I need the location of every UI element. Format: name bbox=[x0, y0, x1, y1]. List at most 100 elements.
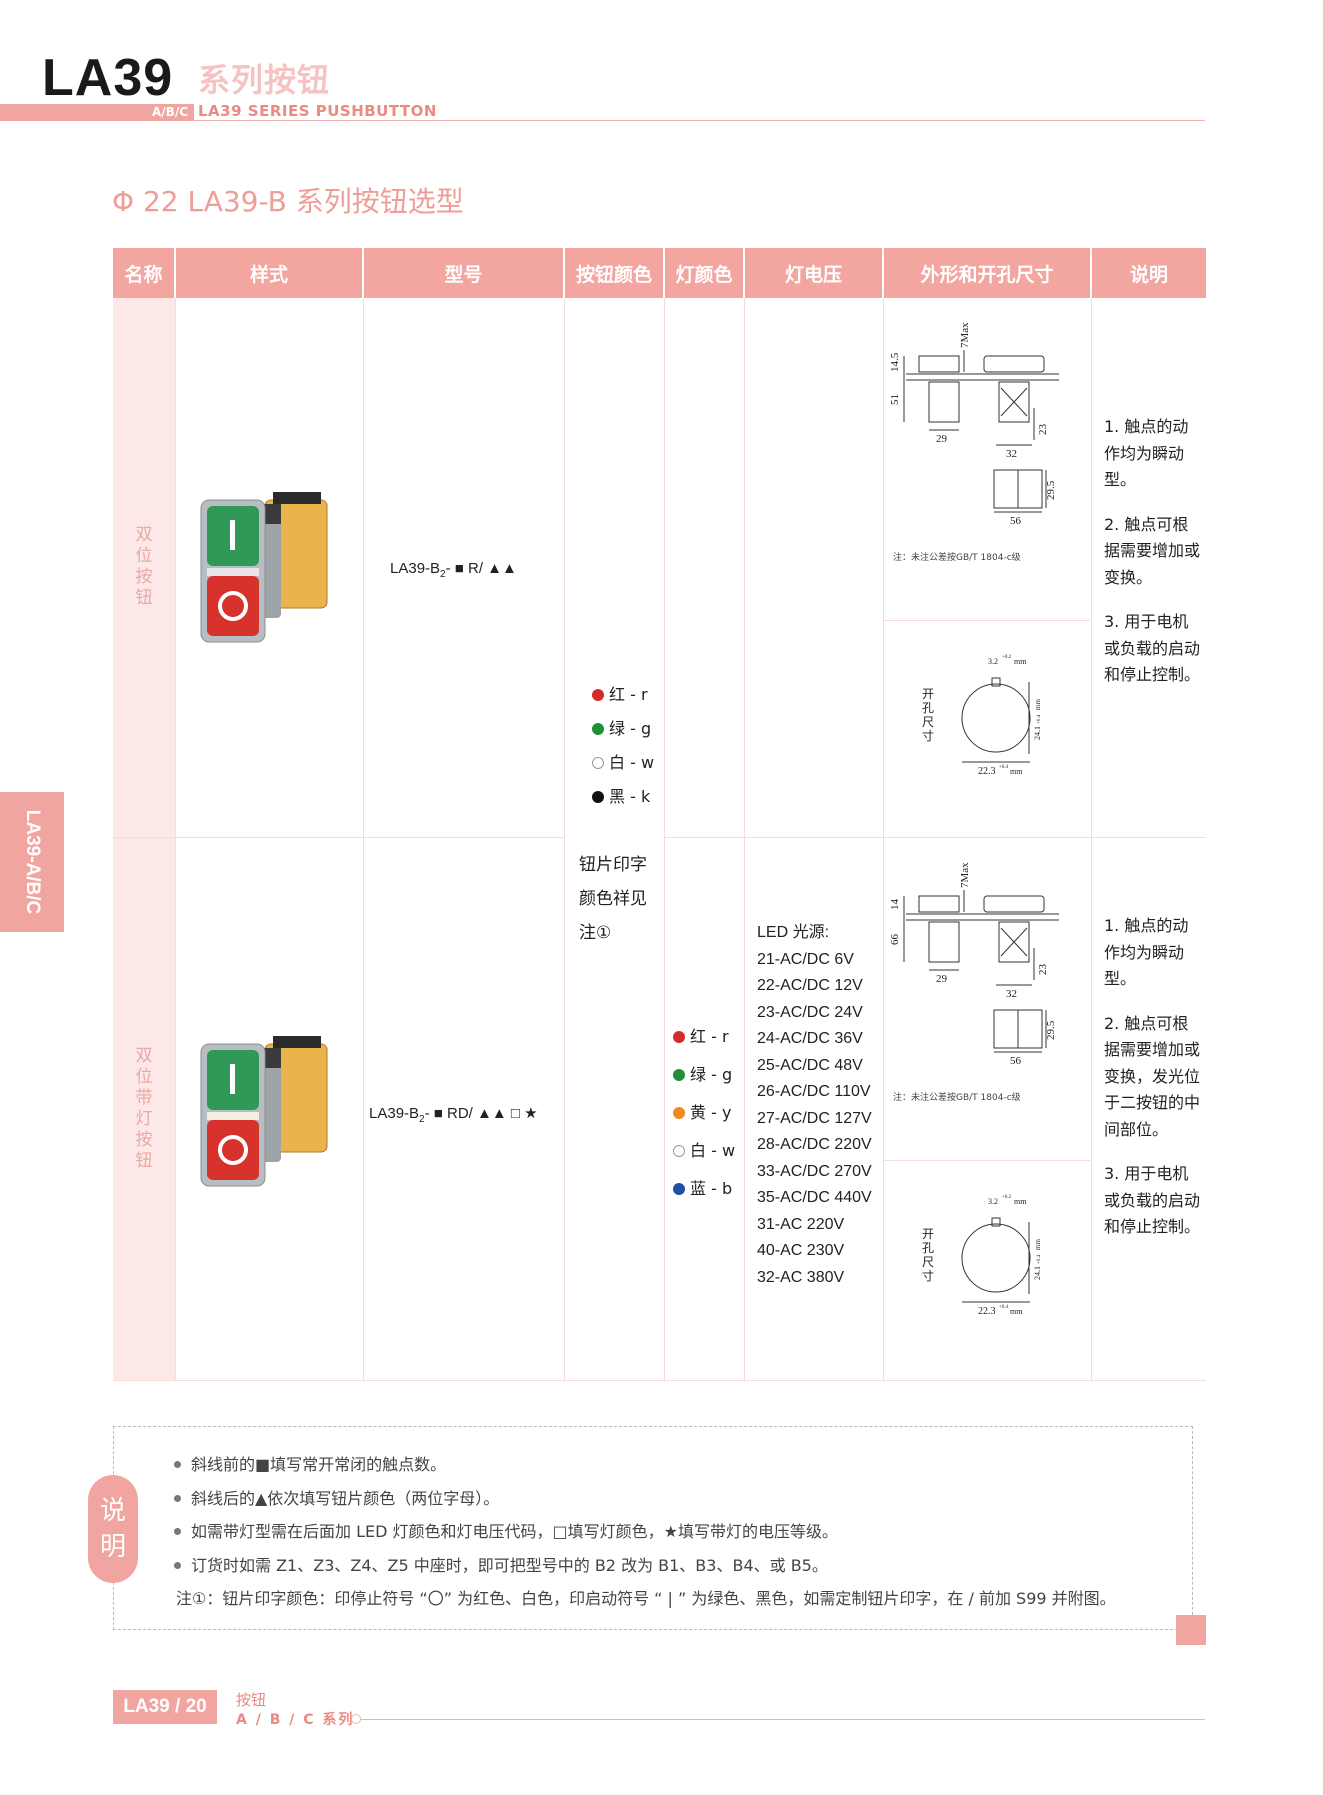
name-char: 钮 bbox=[135, 1151, 153, 1171]
grid-line bbox=[883, 298, 884, 1381]
hole-label-char: 开 bbox=[922, 687, 934, 701]
voltage-item: 40-AC 230V bbox=[757, 1242, 845, 1259]
voltage-title: LED 光源: bbox=[757, 924, 830, 941]
name-char: 按 bbox=[135, 1130, 153, 1150]
header-name: 名称 bbox=[113, 248, 174, 298]
model-prefix: LA39-B bbox=[369, 1105, 420, 1122]
grid-line bbox=[884, 620, 1090, 621]
tolerance-note: 注：未注公差按GB/T 1804-c级 bbox=[893, 553, 1021, 563]
brand-subtitle-cn: 系列按钮 bbox=[198, 61, 331, 99]
dim-label: 7Max bbox=[959, 322, 971, 348]
footer-circle-icon bbox=[351, 1714, 361, 1724]
footer-category: 按钮 bbox=[236, 1691, 267, 1709]
dim-label: 66 bbox=[889, 934, 901, 946]
badge-char: 明 bbox=[99, 1532, 126, 1562]
header-model: 型号 bbox=[364, 248, 563, 298]
dim-unit: mm bbox=[1014, 1197, 1027, 1206]
model-prefix: LA39-B bbox=[390, 560, 441, 577]
note-line: 斜线后的▲依次填写钮片颜色（两位字母）。 bbox=[174, 1485, 499, 1509]
name-column-fill bbox=[113, 298, 175, 1381]
voltage-item: 26-AC/DC 110V bbox=[757, 1083, 871, 1100]
button-color-black: 黑 - k bbox=[592, 780, 654, 814]
header-style: 样式 bbox=[176, 248, 362, 298]
header-dimensions: 外形和开孔尺寸 bbox=[884, 248, 1090, 298]
dim-label: 56 bbox=[1010, 515, 1022, 527]
grid-line bbox=[664, 837, 1206, 838]
color-dot-icon bbox=[673, 1031, 685, 1043]
header-abc-label: A/B/C bbox=[152, 105, 189, 119]
row2-description: 1. 触点的动作均为瞬动型。 2. 触点可根据需要增加或变换，发光位于二按钮的中… bbox=[1104, 913, 1204, 1259]
voltage-item: 24-AC/DC 36V bbox=[757, 1030, 863, 1047]
description-item: 1. 触点的动作均为瞬动型。 bbox=[1104, 417, 1189, 489]
voltage-item: 21-AC/DC 6V bbox=[757, 950, 854, 968]
footnote: 注①：钮片印字颜色：印停止符号 “〇” 为红色、白色，印启动符号 “ | ” 为… bbox=[176, 1589, 1116, 1608]
bullet-icon bbox=[174, 1495, 181, 1502]
name-char: 按 bbox=[135, 567, 153, 587]
lamp-color-blue: 蓝 - b bbox=[673, 1170, 735, 1208]
dim-label: 3.2 bbox=[988, 657, 998, 666]
voltage-item: 31-AC 220V bbox=[757, 1215, 845, 1233]
button-color-list: 红 - r 绿 - g 白 - w 黑 - k bbox=[592, 678, 654, 814]
dim-tolerance: +0.4 bbox=[1037, 714, 1042, 724]
header-button-color: 按钮颜色 bbox=[565, 248, 663, 298]
note-text: 斜线前的■填写常开常闭的触点数。 bbox=[191, 1455, 447, 1474]
lamp-voltage-list: LED 光源: 21-AC/DC 6V 22-AC/DC 12V 23-AC/D… bbox=[757, 920, 872, 1291]
name-char: 钮 bbox=[135, 588, 153, 608]
name-char: 双 bbox=[135, 1046, 153, 1066]
dim-tolerance: +0.2 bbox=[1002, 655, 1012, 660]
dim-label: 24.1 bbox=[1033, 1266, 1042, 1280]
model-code: - ■ RD/ ▲▲ □ ★ bbox=[424, 1105, 538, 1122]
color-label: 绿 - g bbox=[609, 719, 652, 738]
model-code: - ■ R/ ▲▲ bbox=[445, 560, 517, 577]
description-item: 1. 触点的动作均为瞬动型。 bbox=[1104, 916, 1189, 988]
dim-label: 24.1 bbox=[1033, 726, 1042, 740]
dim-tolerance: +0.2 bbox=[1002, 1195, 1012, 1200]
dim-label: 32 bbox=[1006, 448, 1017, 460]
lamp-color-yellow: 黄 - y bbox=[673, 1094, 735, 1132]
row1-model: LA39-B2- ■ R/ ▲▲ bbox=[390, 560, 517, 580]
color-label: 红 - r bbox=[690, 1027, 729, 1046]
voltage-item: 32-AC 380V bbox=[757, 1268, 845, 1286]
dim-label: 3.2 bbox=[988, 1197, 998, 1206]
grid-line bbox=[884, 1160, 1090, 1161]
dim-label: 29.5 bbox=[1045, 1020, 1057, 1040]
row1-panel-hole-drawing: 3.2 +0.2 mm 24.1 +0.4 mm 22.3 +0.4 mm 开 … bbox=[922, 655, 1042, 777]
name-char: 灯 bbox=[135, 1109, 153, 1129]
grid-line bbox=[744, 298, 745, 1381]
dim-tolerance: +0.4 bbox=[999, 1305, 1009, 1310]
grid-line bbox=[1091, 298, 1092, 1381]
bullet-icon bbox=[174, 1562, 181, 1569]
tolerance-note: 注：未注公差按GB/T 1804-c级 bbox=[893, 1093, 1021, 1103]
dim-unit: mm bbox=[1010, 767, 1023, 776]
note-text: 斜线后的▲依次填写钮片颜色（两位字母）。 bbox=[191, 1489, 500, 1508]
header-lamp-voltage: 灯电压 bbox=[745, 248, 882, 298]
name-char: 位 bbox=[135, 546, 153, 566]
row2-name: 双 位 带 灯 按 钮 bbox=[113, 1046, 175, 1172]
color-label: 绿 - g bbox=[690, 1065, 733, 1084]
note-line: 注① bbox=[579, 923, 612, 943]
dim-label: 23 bbox=[1037, 424, 1049, 436]
description-item: 3. 用于电机或负载的启动和停止控制。 bbox=[1104, 1164, 1201, 1236]
voltage-item: 35-AC/DC 440V bbox=[757, 1189, 872, 1206]
color-label: 白 - w bbox=[609, 753, 655, 772]
hole-label-char: 尺 bbox=[922, 1255, 934, 1269]
footer-rule bbox=[356, 1719, 1205, 1720]
grid-line bbox=[113, 1380, 1206, 1381]
header-lamp-color: 灯颜色 bbox=[665, 248, 743, 298]
notes-corner-accent bbox=[1176, 1615, 1206, 1645]
dim-label: 23 bbox=[1037, 964, 1049, 976]
dim-label: 29 bbox=[936, 433, 948, 445]
color-dot-icon bbox=[673, 1145, 685, 1157]
side-tab: LA39-A/B/C bbox=[0, 792, 64, 932]
grid-line bbox=[113, 837, 564, 838]
model-subscript: 2 bbox=[419, 1114, 425, 1125]
grid-line bbox=[664, 298, 665, 1381]
lamp-color-white: 白 - w bbox=[673, 1132, 735, 1170]
lamp-color-list: 红 - r 绿 - g 黄 - y 白 - w 蓝 - b bbox=[673, 1018, 735, 1208]
note-line: 如需带灯型需在后面加 LED 灯颜色和灯电压代码，□填写灯颜色，★填写带灯的电压… bbox=[174, 1518, 838, 1542]
hole-label-char: 孔 bbox=[922, 1241, 934, 1255]
description-item: 3. 用于电机或负载的启动和停止控制。 bbox=[1104, 612, 1201, 684]
row2-model: LA39-B2- ■ RD/ ▲▲ □ ★ bbox=[369, 1104, 538, 1125]
color-label: 黑 - k bbox=[609, 787, 651, 806]
dim-unit: mm bbox=[1034, 1239, 1042, 1250]
